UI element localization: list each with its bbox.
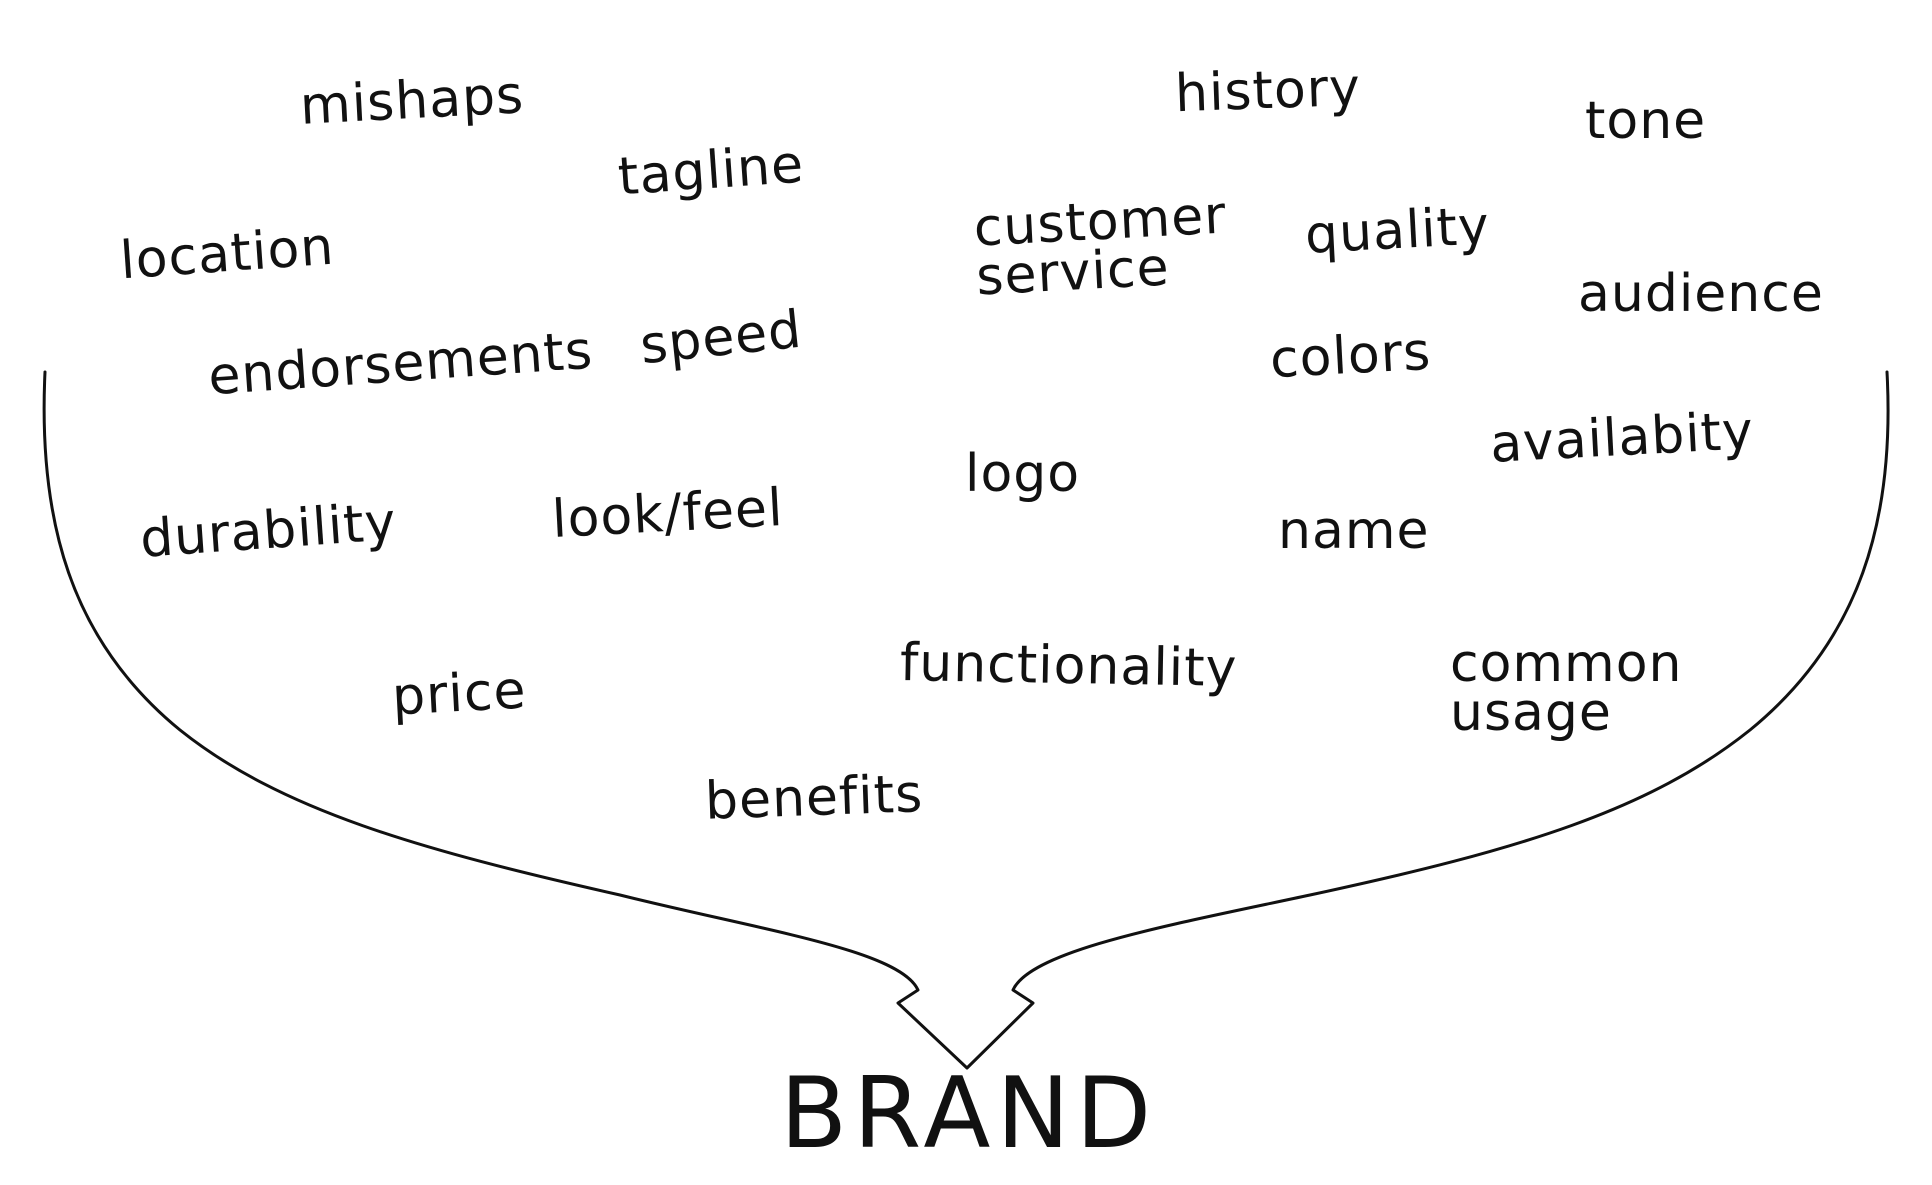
word-common-usage: common usage [1450,634,1683,744]
funnel-outline [42,370,1890,1070]
word-speed: speed [637,299,805,377]
word-tagline: tagline [616,134,806,208]
word-tone: tone [1585,91,1707,151]
word-location: location [118,216,337,292]
word-benefits: benefits [704,764,925,832]
word-mishaps: mishaps [298,65,526,137]
word-availabity: availabity [1488,401,1756,475]
word-look-feel: look/feel [550,477,785,551]
word-colors: colors [1268,321,1433,391]
brand-label: BRAND [780,1057,1158,1171]
word-quality: quality [1303,196,1492,266]
word-customer-service: customer service [972,185,1228,308]
word-audience: audience [1578,264,1824,324]
word-name: name [1278,501,1430,561]
word-price: price [390,660,528,728]
word-functionality: functionality [899,633,1238,699]
word-history: history [1174,57,1362,125]
word-logo: logo [965,444,1081,504]
